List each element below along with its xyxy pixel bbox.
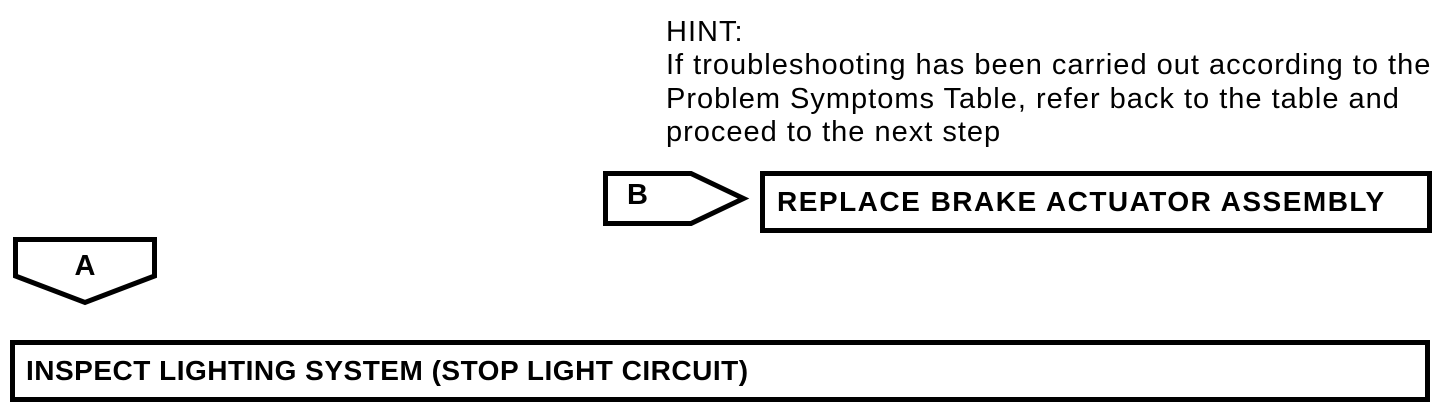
hint-title: HINT: [666,16,744,48]
connector-b-label: B [627,179,648,211]
step-box-replace-brake-actuator: REPLACE BRAKE ACTUATOR ASSEMBLY [760,171,1432,233]
hint-line-2: Problem Symptoms Table, refer back to th… [666,82,1400,115]
hint-note: HINT: If troubleshooting has been carrie… [666,16,1431,150]
hint-line-3: proceed to the next step [666,116,1002,149]
hint-line-1: If troubleshooting has been carried out … [666,49,1432,82]
step-a-label: INSPECT LIGHTING SYSTEM (STOP LIGHT CIRC… [26,355,749,386]
step-box-inspect-lighting-system: INSPECT LIGHTING SYSTEM (STOP LIGHT CIRC… [10,340,1430,402]
arrow-right-pentagon-icon [603,171,750,226]
arrow-down-pentagon-icon [13,237,157,306]
connector-a: A [13,237,157,306]
step-b-label: REPLACE BRAKE ACTUATOR ASSEMBLY [777,186,1386,217]
connector-b: B [603,171,750,226]
connector-a-label: A [74,250,96,282]
